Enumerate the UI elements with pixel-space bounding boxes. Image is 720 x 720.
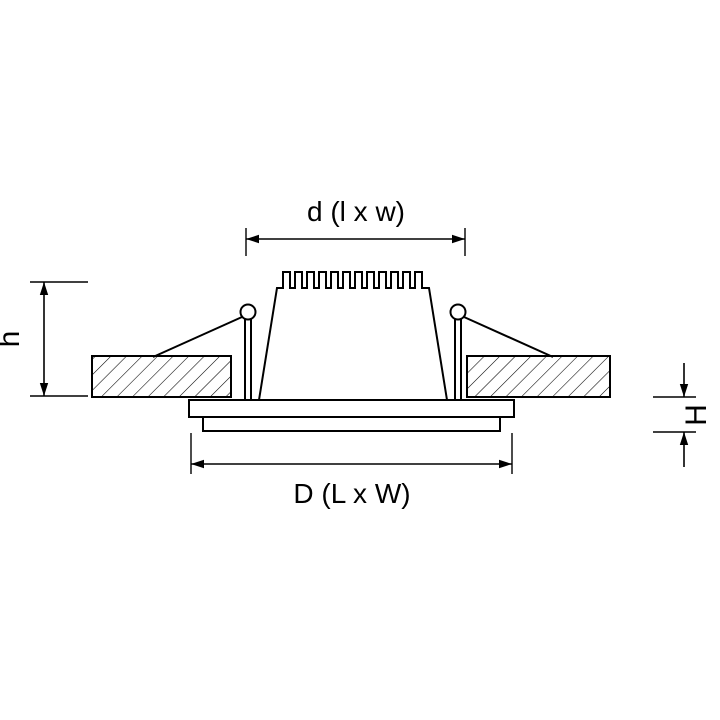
lamp-housing xyxy=(257,287,449,401)
ceiling-hatch-right xyxy=(466,355,611,398)
ceiling-section-right xyxy=(466,355,611,398)
dimension-top-d: d (l x w) xyxy=(245,196,466,256)
dimension-left-h: h xyxy=(0,281,88,397)
clip-pivot-right xyxy=(449,303,467,321)
dimension-bottom-D: D (L x W) xyxy=(190,433,513,509)
dimension-right-H: H xyxy=(653,363,713,467)
dimension-label-H: H xyxy=(680,404,713,426)
clip-stem-right xyxy=(454,318,462,401)
spring-arm-left xyxy=(152,316,243,358)
clip-stem-left xyxy=(244,318,252,401)
trim-plate-lower xyxy=(202,416,501,432)
spring-arm-right xyxy=(463,316,554,358)
ceiling-hatch-left xyxy=(91,355,232,398)
clip-pivot-left xyxy=(239,303,257,321)
spring-clip-left xyxy=(152,303,257,401)
dimension-label-D: D (L x W) xyxy=(293,478,410,509)
trim-plate-upper xyxy=(188,399,515,418)
heatsink-fins xyxy=(282,271,423,289)
ceiling-section-left xyxy=(91,355,232,398)
dimension-label-h: h xyxy=(0,331,26,348)
trim-plates xyxy=(188,399,515,432)
dimension-label-d: d (l x w) xyxy=(307,196,405,227)
spring-clip-right xyxy=(449,303,554,401)
fixture-body xyxy=(257,271,449,401)
